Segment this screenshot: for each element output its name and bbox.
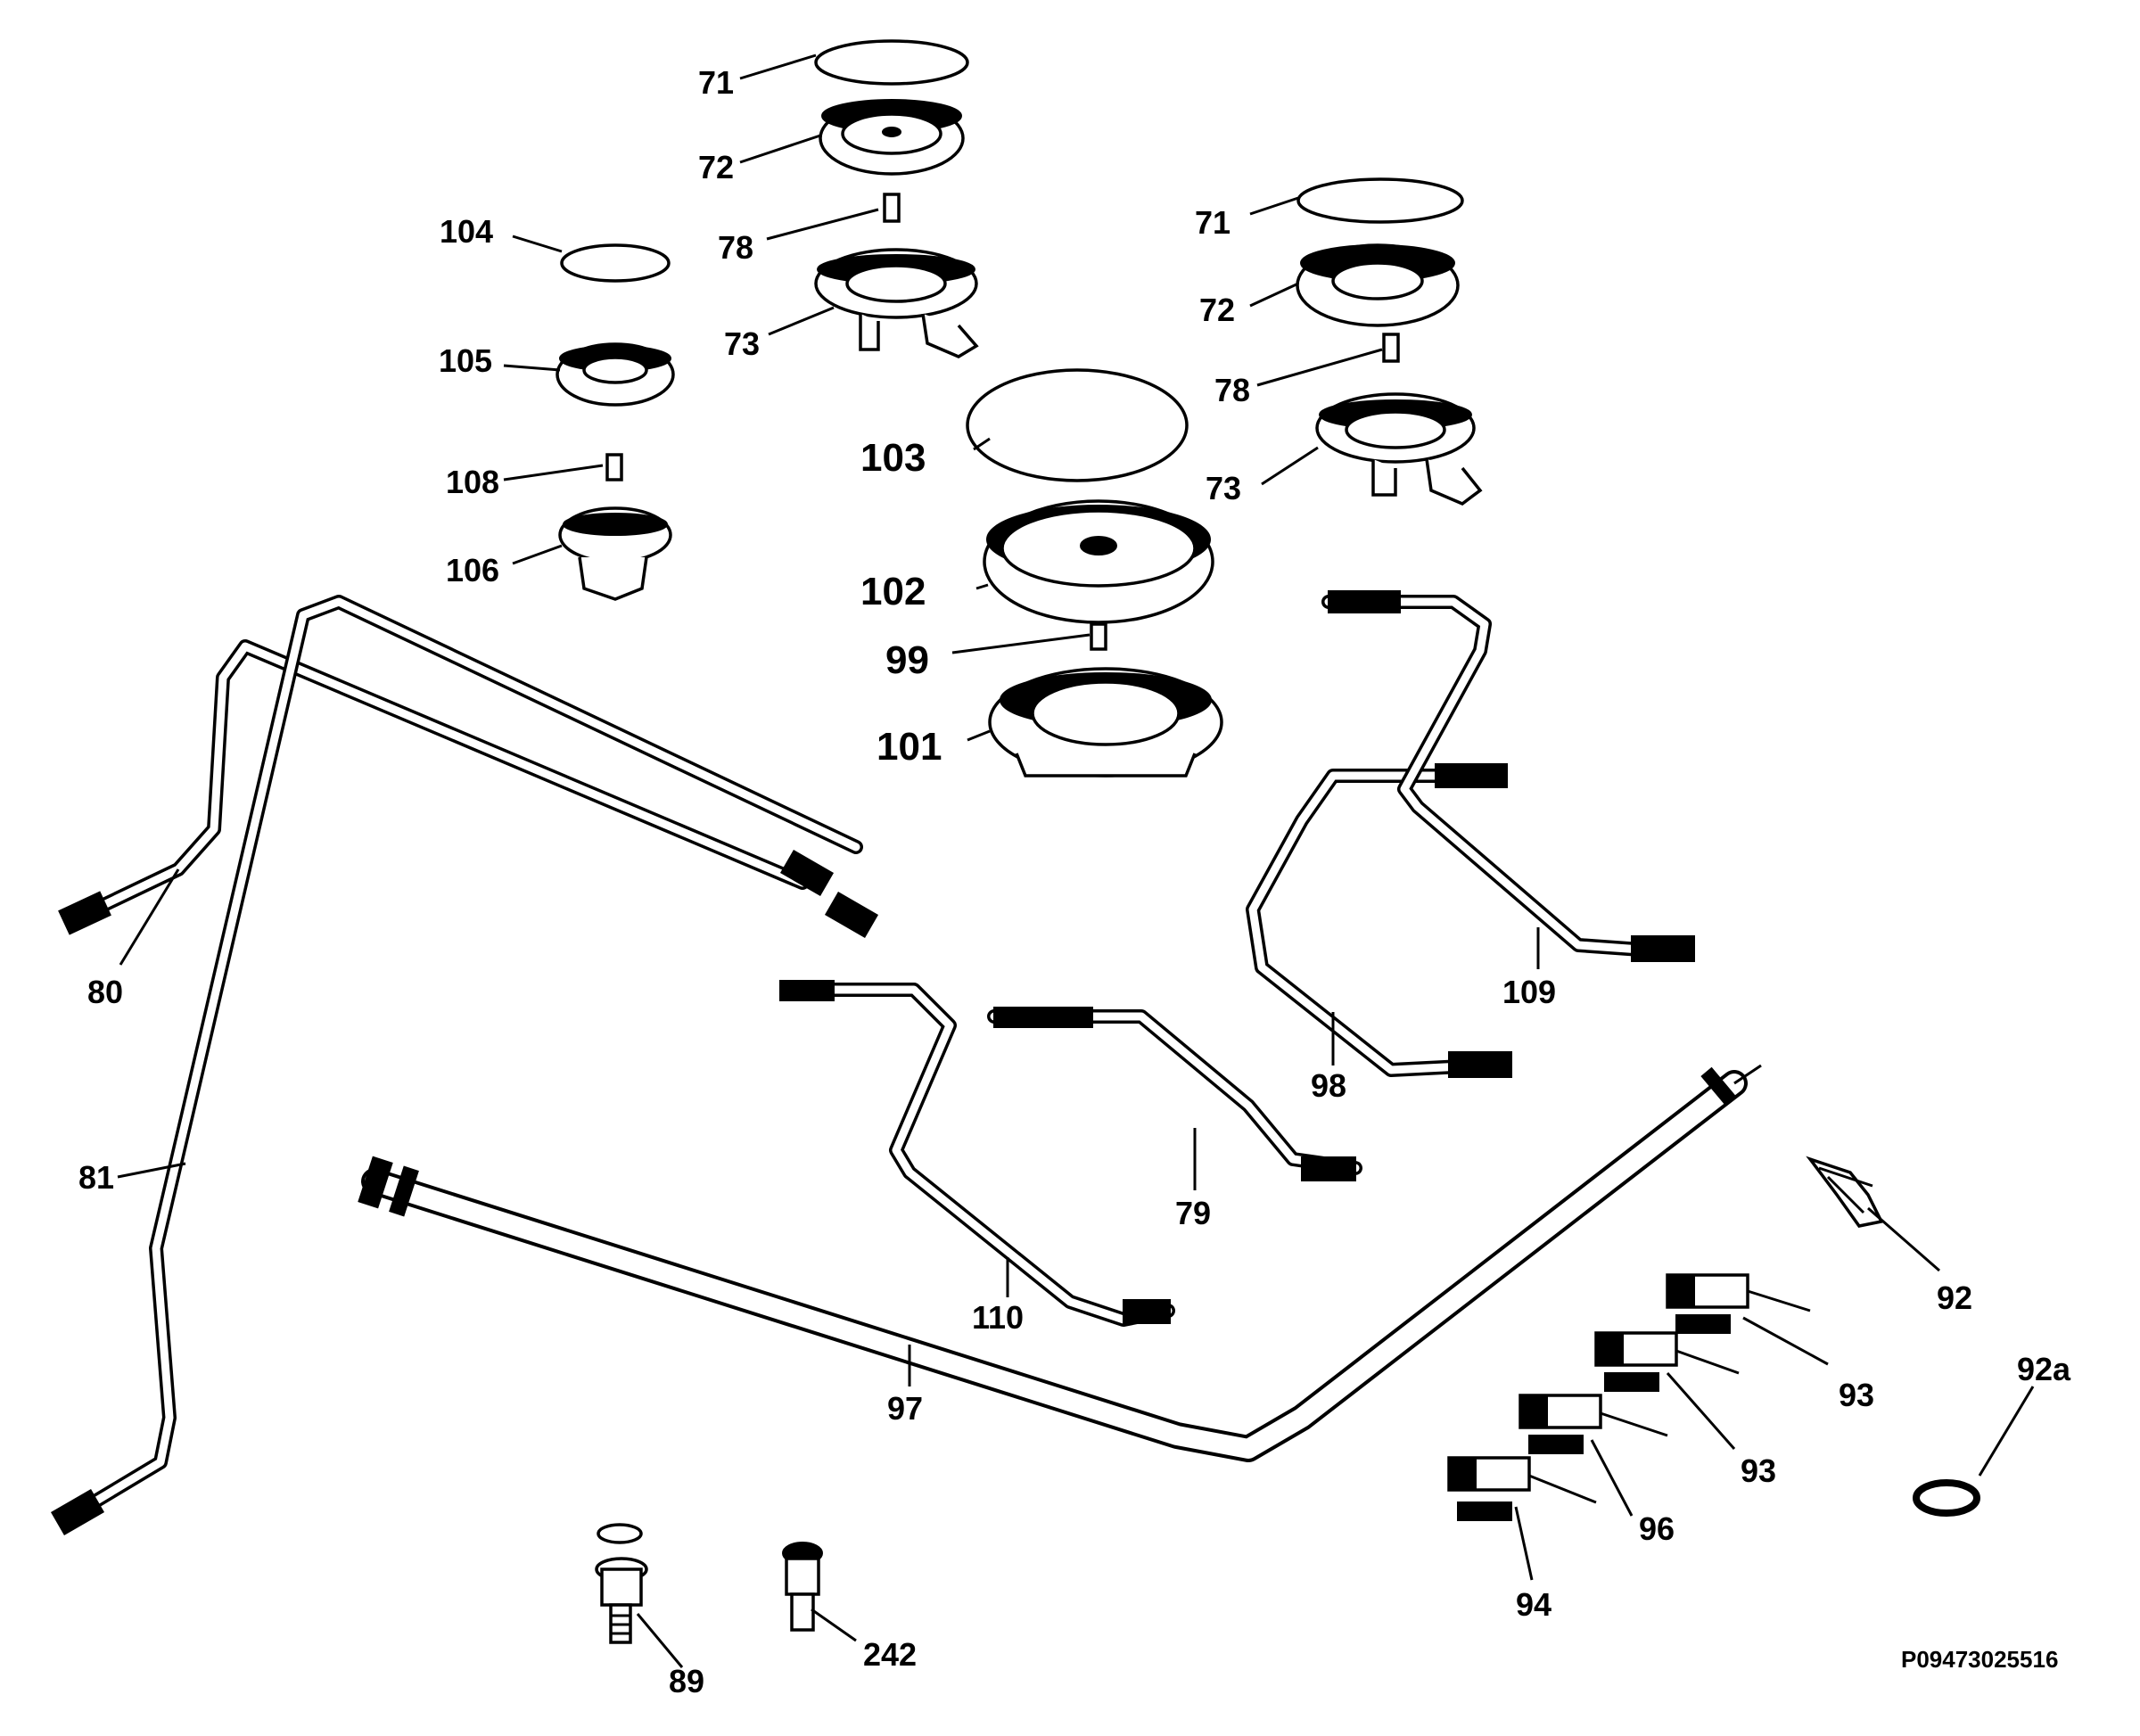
valves-and-fittings (595, 1156, 1980, 1644)
label-108: 108 (446, 464, 499, 500)
part-99-nozzle (1090, 622, 1107, 651)
label-79: 79 (1175, 1195, 1211, 1231)
burner-large-center (966, 368, 1223, 777)
label-105: 105 (439, 342, 492, 379)
label-96: 96 (1639, 1510, 1675, 1547)
burner-top-center (814, 39, 979, 358)
part-71-ring-right (1296, 177, 1464, 224)
part-78-nozzle (883, 193, 901, 223)
part-242-fitting (782, 1542, 823, 1632)
label-110: 110 (972, 1299, 1024, 1336)
label-89: 89 (669, 1663, 704, 1699)
label-92a: 92a (2017, 1351, 2071, 1387)
label-71: 71 (698, 64, 734, 101)
label-71-right: 71 (1195, 204, 1230, 241)
label-72: 72 (698, 149, 734, 185)
part-93-valve-lower (1594, 1331, 1740, 1392)
label-73: 73 (724, 325, 760, 362)
part-104-ring (560, 243, 671, 283)
label-99: 99 (885, 638, 929, 682)
burner-small-left (556, 243, 675, 601)
label-92: 92 (1937, 1279, 1972, 1316)
part-94-valve (1447, 1456, 1597, 1521)
label-93-upper: 93 (1839, 1377, 1874, 1413)
label-102: 102 (860, 570, 926, 613)
label-78-right: 78 (1214, 372, 1250, 408)
label-109: 109 (1502, 974, 1556, 1010)
part-103-ring (966, 368, 1189, 482)
label-93-lower: 93 (1741, 1452, 1776, 1489)
part-labels: 71 72 78 73 104 105 108 106 71 72 78 73 … (78, 64, 2071, 1699)
pipe-80 (69, 639, 810, 926)
label-73-right: 73 (1206, 470, 1241, 506)
label-98: 98 (1311, 1067, 1346, 1104)
label-72-right: 72 (1199, 292, 1235, 328)
part-108-nozzle (605, 453, 623, 481)
label-106: 106 (446, 552, 499, 588)
pipe-110 (782, 983, 1175, 1327)
label-80: 80 (87, 974, 123, 1010)
part-96-valve (1519, 1394, 1668, 1454)
pipe-98 (1246, 769, 1496, 1077)
label-101: 101 (877, 725, 942, 769)
part-93-valve-upper (1666, 1273, 1811, 1334)
label-104: 104 (440, 213, 493, 250)
drawing-code: P09473025516 (1901, 1646, 2058, 1673)
label-94: 94 (1516, 1586, 1552, 1623)
burner-right (1296, 177, 1483, 506)
label-78: 78 (718, 229, 753, 266)
part-78-nozzle-right (1382, 333, 1400, 363)
part-92a-ring (1913, 1479, 1980, 1517)
label-97: 97 (887, 1390, 923, 1427)
label-81: 81 (78, 1159, 114, 1196)
label-103: 103 (860, 436, 926, 480)
label-242: 242 (863, 1636, 917, 1673)
part-71-ring (814, 39, 969, 86)
leader-lines (117, 53, 2035, 1668)
part-89-fitting (595, 1523, 648, 1644)
